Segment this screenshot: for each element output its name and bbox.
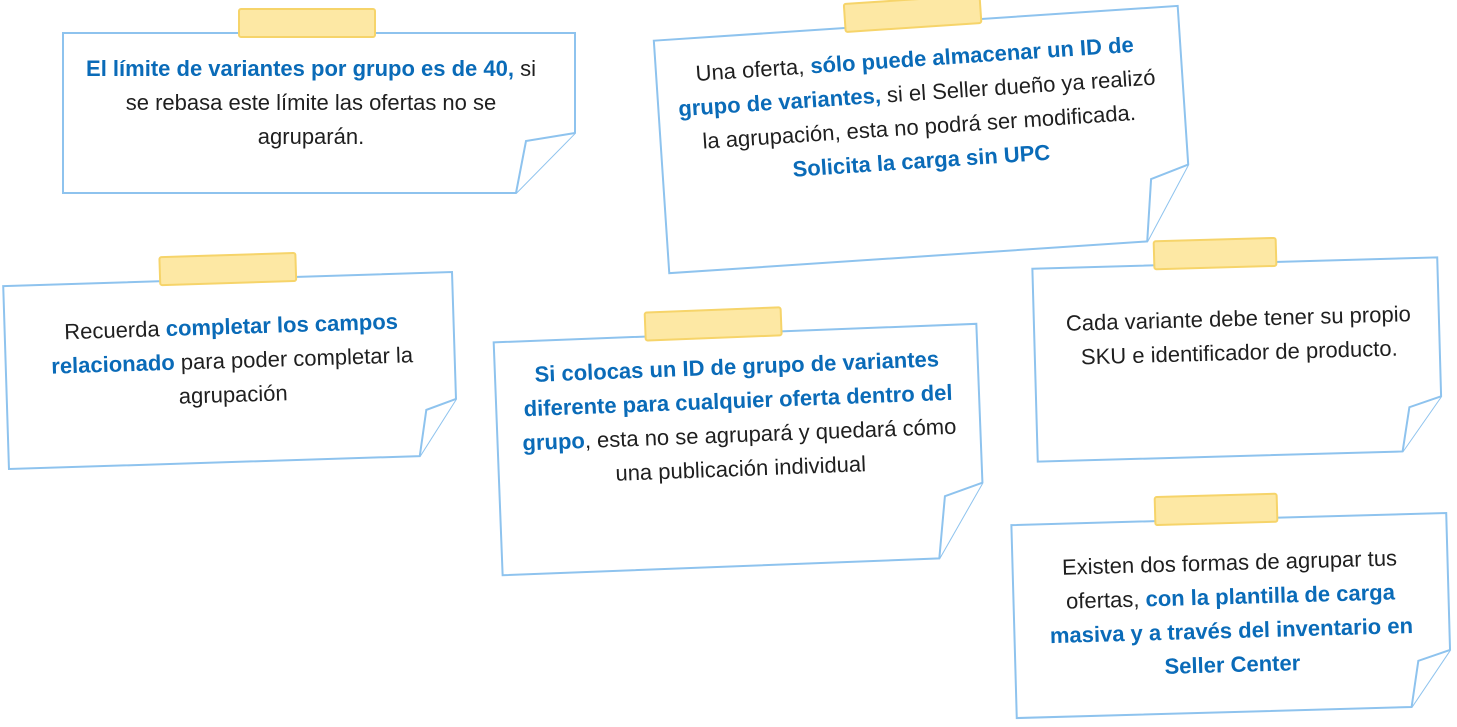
sticky-note-grouping-methods: Existen dos formas de agrupar tus oferta… <box>1010 492 1453 720</box>
tape-decoration <box>643 306 783 342</box>
tape-decoration <box>1152 236 1278 271</box>
note-frame <box>2 270 457 471</box>
note-text: Existen dos formas de agrupar tus oferta… <box>1025 540 1437 687</box>
body-text: Una oferta, <box>694 53 812 86</box>
sticky-note-different-group-id: Si colocas un ID de grupo de variantes d… <box>492 306 988 577</box>
body-text: Recuerda <box>63 316 167 345</box>
sticky-note-sku: Cada variante debe tener su propio SKU e… <box>1031 236 1444 463</box>
sticky-note-single-group-id: Una oferta, sólo puede almacenar un ID d… <box>652 0 1195 275</box>
sticky-note-variant-limit: El límite de variantes por grupo es de 4… <box>62 8 577 194</box>
note-text: Recuerda completar los campos relacionad… <box>23 303 441 418</box>
body-text: , esta no se agrupará y quedará cómo una… <box>584 413 957 486</box>
note-text: El límite de variantes por grupo es de 4… <box>76 52 546 154</box>
tape-decoration <box>158 251 298 287</box>
tape-decoration <box>1153 492 1279 527</box>
note-frame <box>1031 256 1443 463</box>
note-frame <box>492 322 984 577</box>
note-frame <box>62 32 576 194</box>
note-frame <box>1010 511 1452 720</box>
note-text: Cada variante debe tener su propio SKU e… <box>1050 297 1427 375</box>
highlighted-text: El límite de variantes por grupo es de 4… <box>86 56 514 81</box>
note-text: Si colocas un ID de grupo de variantes d… <box>511 341 966 494</box>
body-text: Cada variante debe tener su propio SKU e… <box>1065 301 1412 370</box>
body-text: para poder completar la agrupación <box>174 342 414 409</box>
sticky-note-complete-fields: Recuerda completar los campos relacionad… <box>2 251 460 471</box>
tape-decoration <box>238 8 376 38</box>
body-text: si se rebasa este límite las ofertas no … <box>125 56 536 149</box>
note-frame <box>652 4 1190 275</box>
